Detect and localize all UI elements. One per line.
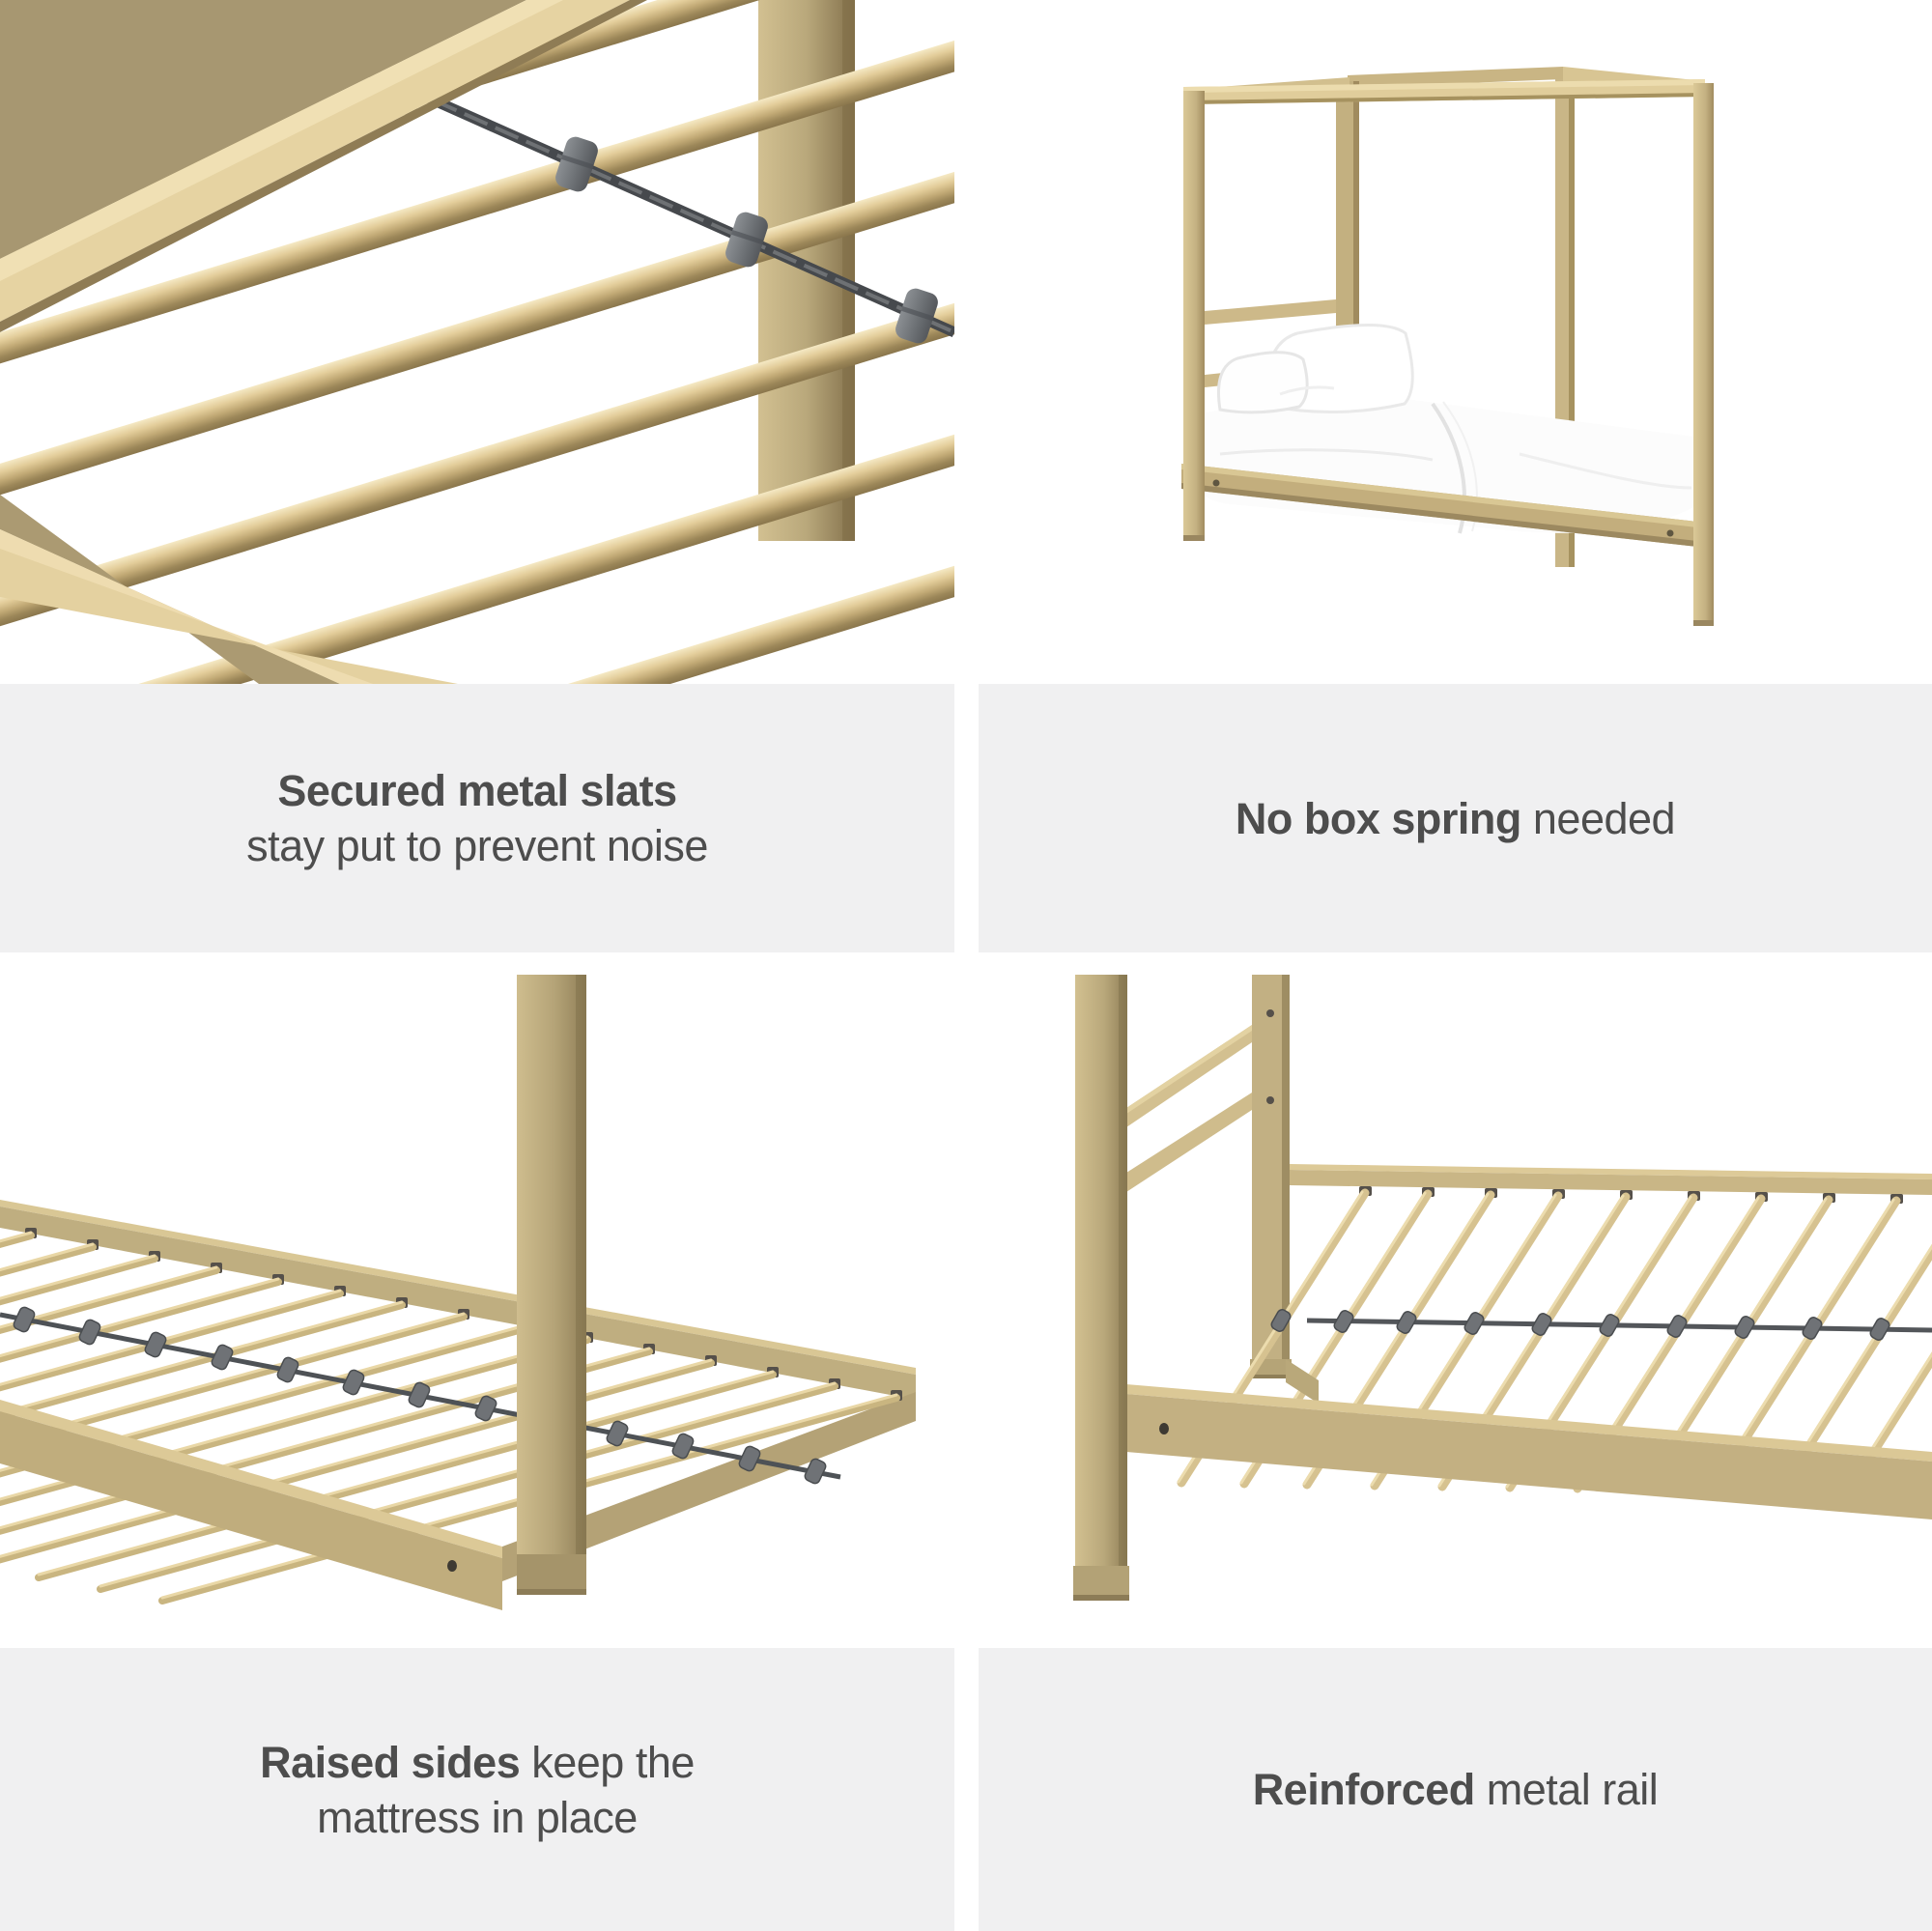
caption-regular-text: keep the	[520, 1737, 695, 1787]
front-left-post	[1073, 975, 1129, 1601]
canopy-bed-image	[979, 0, 1932, 684]
caption-bold-text: Raised sides	[260, 1737, 521, 1787]
caption-reinforced-rail: Reinforced metal rail	[979, 1648, 1932, 1931]
far-side-rail	[0, 1200, 916, 1400]
near-side-rail	[0, 1400, 502, 1610]
caption-line: mattress in place	[317, 1790, 638, 1845]
lower-side-rail	[0, 495, 458, 684]
reinforced-rail-image	[979, 975, 1932, 1648]
caption-line: Raised sides keep the	[260, 1735, 695, 1790]
canopy-bed-illustration	[1181, 67, 1714, 626]
secured-metal-slats-image	[0, 0, 954, 684]
corner-post	[517, 975, 586, 1595]
raised-sides-illustration	[0, 975, 916, 1610]
caption-bold-text: No box spring	[1235, 793, 1522, 843]
support-wire	[1270, 1309, 1932, 1341]
caption-regular-text: metal rail	[1474, 1765, 1659, 1814]
caption-regular-text: stay put to prevent noise	[246, 821, 708, 870]
front-left-post	[1183, 91, 1205, 541]
caption-line: stay put to prevent noise	[246, 818, 708, 873]
caption-secured-metal-slats: Secured metal slats stay put to prevent …	[0, 684, 954, 952]
foot-end-rail	[502, 1392, 916, 1581]
headboard-bars	[1126, 1025, 1252, 1192]
rail-bracket	[1286, 1359, 1319, 1404]
caption-regular-text: needed	[1520, 793, 1676, 843]
support-wire	[0, 1306, 841, 1485]
reinforced-near-rail	[1126, 1384, 1932, 1519]
caption-bold-text: Reinforced	[1252, 1765, 1476, 1814]
caption-regular-text: mattress in place	[317, 1792, 638, 1842]
caption-line: Reinforced metal rail	[1253, 1762, 1659, 1817]
caption-line: No box spring needed	[1235, 791, 1676, 846]
reinforced-rail-illustration	[1073, 975, 1932, 1601]
canopy-front-rail	[1183, 79, 1705, 104]
raised-sides-image	[0, 975, 954, 1648]
pillows	[1216, 324, 1414, 414]
canopy-back-rail	[1348, 67, 1563, 88]
slats-closeup-illustration	[0, 0, 954, 684]
caption-line: Secured metal slats	[277, 763, 677, 818]
deck-far-rail	[1290, 1164, 1932, 1195]
caption-raised-sides: Raised sides keep the mattress in place	[0, 1648, 954, 1931]
bed-side-rail	[1181, 464, 1697, 547]
caption-no-box-spring: No box spring needed	[979, 684, 1932, 952]
upper-side-rail	[0, 0, 647, 332]
front-right-post	[1693, 83, 1714, 626]
caption-bold-text: Secured metal slats	[277, 766, 677, 815]
